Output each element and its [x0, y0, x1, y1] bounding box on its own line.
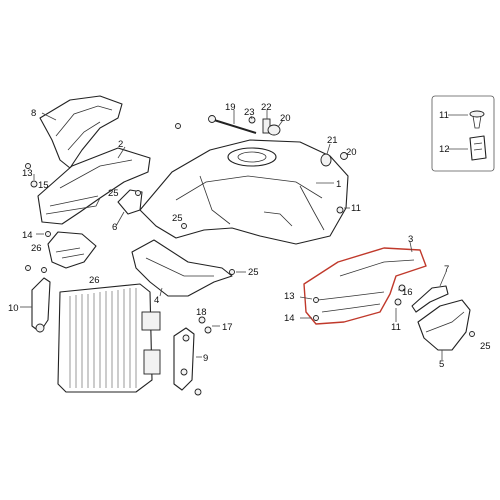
screw-15	[30, 180, 38, 188]
callout-17: 17	[222, 322, 233, 333]
callout-21: 20	[280, 113, 291, 124]
hardware-legend-box	[431, 95, 495, 172]
callout-14: 14	[284, 313, 295, 324]
callout-13: 13	[22, 168, 33, 179]
part-1-tank-cover	[139, 139, 349, 245]
callout-12: 12	[439, 144, 450, 155]
part-26-bracket	[47, 231, 97, 269]
bolt-19	[208, 115, 257, 134]
part-10-side-bracket	[31, 277, 51, 333]
fastener-misc-4	[175, 123, 181, 129]
part-7-trim	[411, 285, 449, 313]
screw-13-left	[25, 163, 31, 169]
leader-21a	[277, 119, 284, 128]
leader-13b	[299, 296, 313, 300]
screw-17	[204, 326, 212, 334]
callout-11: 11	[351, 203, 361, 214]
callout-26: 26	[31, 243, 42, 254]
callout-21: 21	[327, 135, 338, 146]
part-9-lower-bracket	[173, 327, 195, 391]
screw-11-detail	[469, 110, 485, 129]
callout-25: 25	[172, 213, 183, 224]
screw-11-lower	[394, 298, 402, 306]
callout-2: 2	[118, 139, 123, 150]
part-8-upper-cover	[39, 95, 123, 169]
callout-20: 20	[346, 147, 357, 158]
screw-25d	[469, 331, 475, 337]
washer-23	[248, 116, 256, 124]
callout-19: 19	[225, 102, 236, 113]
leader-6	[115, 211, 125, 227]
nut-20	[340, 152, 348, 160]
washer-14-right	[313, 315, 319, 321]
callout-11: 11	[439, 110, 449, 121]
callout-8: 8	[31, 108, 36, 119]
callout-9: 9	[203, 353, 208, 364]
fastener-misc-3	[194, 388, 202, 396]
clip-12-detail	[469, 135, 487, 161]
screw-25b	[181, 223, 187, 229]
callout-11: 11	[391, 322, 401, 333]
callout-10: 10	[8, 303, 19, 314]
callout-25: 25	[108, 188, 119, 199]
screw-25a	[135, 190, 141, 196]
washer-14-left	[45, 231, 51, 237]
callout-25: 25	[248, 267, 259, 278]
part-2-left-side-panel	[37, 147, 151, 225]
leader-3	[409, 241, 413, 253]
screw-13-right	[313, 297, 319, 303]
fastener-misc-1	[25, 265, 31, 271]
grommet-21-top	[267, 124, 281, 136]
grommet-21-side	[320, 153, 332, 167]
callout-22: 22	[261, 102, 272, 113]
fastener-misc-2	[41, 267, 47, 273]
callout-6: 6	[112, 222, 117, 233]
radiator	[57, 283, 161, 393]
callout-14: 14	[22, 230, 33, 241]
callout-5: 5	[439, 359, 444, 370]
callout-15: 15	[38, 180, 49, 191]
washer-18	[198, 316, 206, 324]
leader-23	[250, 115, 253, 120]
callout-16: 16	[402, 287, 413, 298]
leader-8	[41, 112, 57, 121]
callout-25: 25	[480, 341, 491, 352]
leader-21b	[326, 143, 331, 155]
part-4-lower-cover	[131, 239, 233, 297]
leader-7	[439, 271, 447, 287]
callout-4: 4	[154, 295, 159, 306]
screw-11-tank	[336, 206, 344, 214]
part-5-lower-right-cover	[417, 299, 471, 351]
callout-13: 13	[284, 291, 295, 302]
callout-1: 1	[336, 179, 341, 190]
leader-2	[117, 146, 126, 159]
part-6-small-bracket	[117, 189, 143, 215]
callout-18: 18	[196, 307, 207, 318]
callout-23: 23	[244, 107, 255, 118]
callout-7: 7	[444, 264, 449, 275]
callout-3: 3	[408, 234, 413, 245]
callout-26: 26	[89, 275, 100, 286]
part-3-right-side-panel	[303, 247, 427, 325]
leader-4	[159, 287, 163, 297]
screw-25c	[229, 269, 235, 275]
fastener-16	[398, 284, 406, 292]
